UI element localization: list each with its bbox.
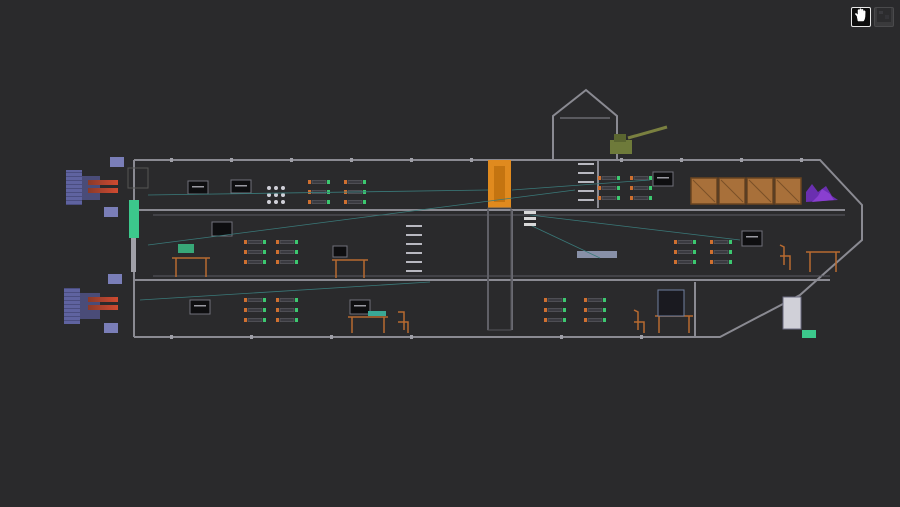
seat	[584, 298, 606, 302]
seat	[584, 318, 606, 322]
seat	[344, 180, 366, 184]
seat	[630, 196, 652, 200]
seat	[544, 318, 566, 322]
seat	[544, 308, 566, 312]
seat	[244, 240, 266, 244]
roof-antenna	[552, 88, 618, 160]
seat	[308, 180, 330, 184]
spring-coil	[524, 211, 536, 226]
reactor-column	[127, 167, 149, 272]
cockpit-console	[802, 330, 816, 338]
cargo-crates	[690, 177, 802, 205]
glowing-device	[178, 244, 194, 253]
hull-rivets	[170, 158, 803, 339]
seat	[710, 250, 732, 254]
cockpit-seat	[782, 296, 802, 330]
desk-gadget	[368, 311, 386, 316]
seat	[308, 200, 330, 204]
hand-icon	[853, 7, 869, 27]
toolbar	[851, 7, 894, 27]
thruster-top	[66, 157, 124, 217]
cargo-crate	[718, 177, 746, 205]
monitors	[187, 171, 763, 315]
ladder-middle	[406, 225, 422, 272]
thruster-bottom	[64, 274, 122, 333]
seat	[244, 308, 266, 312]
cargo-crate	[746, 177, 774, 205]
seat	[276, 318, 298, 322]
seat	[598, 176, 620, 180]
crystal-cluster	[806, 184, 838, 202]
dark-texture-icon	[876, 7, 892, 27]
seat	[710, 240, 732, 244]
elevator-shaft	[487, 160, 512, 331]
seat	[276, 240, 298, 244]
dot-panel	[267, 186, 285, 204]
seat	[244, 260, 266, 264]
seat	[276, 260, 298, 264]
window-panel	[657, 289, 685, 317]
seat	[544, 298, 566, 302]
seat	[630, 176, 652, 180]
seat	[598, 196, 620, 200]
seat	[584, 308, 606, 312]
cargo-crate	[690, 177, 718, 205]
seat	[276, 308, 298, 312]
environment-tool-button[interactable]	[874, 7, 894, 27]
seat	[710, 260, 732, 264]
ladder-top	[578, 163, 594, 201]
seat	[276, 250, 298, 254]
seat	[244, 318, 266, 322]
ship-hull	[133, 159, 863, 338]
cargo-crate	[774, 177, 802, 205]
seat	[598, 186, 620, 190]
roof-turret	[610, 125, 668, 154]
desks	[172, 244, 840, 333]
seat	[244, 298, 266, 302]
drag-tool-button[interactable]	[851, 7, 871, 27]
cables	[139, 179, 741, 301]
seat	[674, 260, 696, 264]
seat	[674, 250, 696, 254]
seat	[630, 186, 652, 190]
seat	[674, 240, 696, 244]
seat	[244, 250, 266, 254]
seat	[276, 298, 298, 302]
monitor-text	[192, 177, 758, 307]
bed-pod	[577, 251, 617, 258]
seat	[344, 200, 366, 204]
